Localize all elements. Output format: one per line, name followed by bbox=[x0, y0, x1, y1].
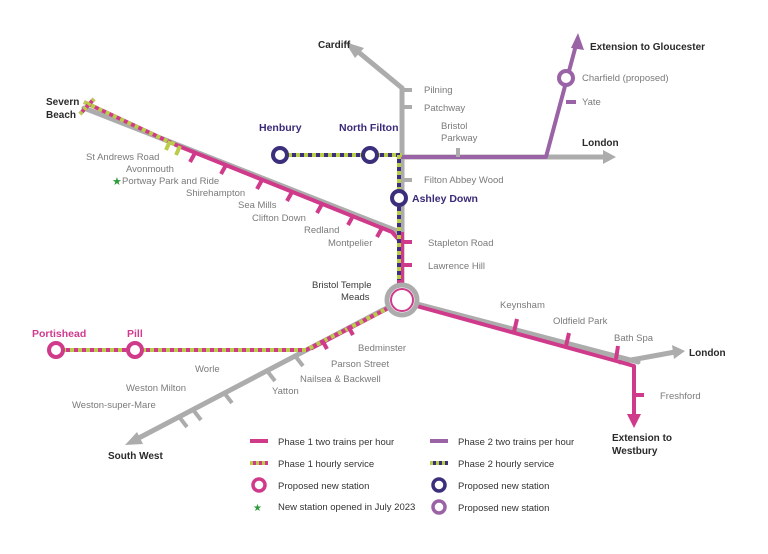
legend-star-new: New station opened in July 2023 bbox=[278, 502, 415, 513]
avonmouth-label: Avonmouth bbox=[126, 164, 174, 175]
north-filton-station-marker bbox=[361, 146, 379, 164]
legend-phase2-two: Phase 2 two trains per hour bbox=[458, 437, 574, 448]
pilning-label: Pilning bbox=[424, 85, 453, 96]
bristol-parkway-label-2: Parkway bbox=[441, 133, 478, 144]
charfield-station-marker bbox=[557, 69, 575, 87]
shirehampton-label: Shirehampton bbox=[186, 188, 245, 199]
north-filton-label: North Filton bbox=[339, 122, 398, 134]
london-top-arrow bbox=[603, 150, 616, 164]
portishead-label: Portishead bbox=[32, 328, 86, 340]
bath-spa-label: Bath Spa bbox=[614, 333, 654, 344]
legend-phase2-new-dark: Proposed new station bbox=[458, 481, 549, 492]
legend: Phase 1 two trains per hour Phase 1 hour… bbox=[250, 437, 574, 515]
stapleton-road-label: Stapleton Road bbox=[428, 238, 494, 249]
portishead-station-marker bbox=[47, 341, 65, 359]
oldfield-park-label: Oldfield Park bbox=[553, 316, 608, 327]
yatton-label: Yatton bbox=[272, 386, 299, 397]
grey-cardiff-branch bbox=[353, 47, 405, 91]
legend-phase2-hourly: Phase 2 hourly service bbox=[458, 459, 554, 470]
severn-beach-label-1: Severn bbox=[46, 97, 79, 108]
nailsea-label: Nailsea & Backwell bbox=[300, 374, 381, 385]
cardiff-label: Cardiff bbox=[318, 40, 351, 51]
charfield-label: Charfield (proposed) bbox=[582, 73, 669, 84]
portway-label: Portway Park and Ride bbox=[122, 176, 219, 187]
star-icon: ★ bbox=[112, 175, 122, 188]
parson-street-label: Parson Street bbox=[331, 359, 389, 370]
pill-label: Pill bbox=[127, 328, 143, 340]
henbury-station-marker bbox=[271, 146, 289, 164]
worle-label: Worle bbox=[195, 364, 220, 375]
legend-phase1-new: Proposed new station bbox=[278, 481, 369, 492]
bristol-parkway-label-1: Bristol bbox=[441, 121, 467, 132]
sea-mills-label: Sea Mills bbox=[238, 200, 277, 211]
london-right-arrow bbox=[672, 345, 685, 359]
station-ticks bbox=[164, 88, 644, 429]
lawrence-hill-label: Lawrence Hill bbox=[428, 261, 485, 272]
temple-meads-label-1: Bristol Temple bbox=[312, 280, 372, 291]
temple-meads-label-2: Meads bbox=[341, 292, 370, 303]
south-west-arrow bbox=[125, 432, 143, 445]
weston-milton-label: Weston Milton bbox=[126, 383, 186, 394]
freshford-label: Freshford bbox=[660, 391, 701, 402]
filton-abbey-wood-label: Filton Abbey Wood bbox=[424, 175, 504, 186]
redland-label: Redland bbox=[304, 225, 339, 236]
pill-station-marker bbox=[126, 341, 144, 359]
legend-phase1-two: Phase 1 two trains per hour bbox=[278, 437, 394, 448]
bedminster-label: Bedminster bbox=[358, 343, 406, 354]
henbury-label: Henbury bbox=[259, 122, 302, 134]
gloucester-arrow bbox=[571, 33, 584, 50]
montpelier-label: Montpelier bbox=[328, 238, 372, 249]
grey-bath-line bbox=[399, 297, 641, 365]
keynsham-label: Keynsham bbox=[500, 300, 545, 311]
cardiff-arrow bbox=[345, 42, 364, 58]
phase1-hourly-severn bbox=[78, 97, 177, 147]
grey-arrows bbox=[125, 42, 685, 445]
phase2-lines bbox=[400, 43, 578, 159]
clifton-down-label: Clifton Down bbox=[252, 213, 306, 224]
st-andrews-road-label: St Andrews Road bbox=[86, 152, 159, 163]
legend-phase1-hourly: Phase 1 hourly service bbox=[278, 459, 374, 470]
london-right-label: London bbox=[689, 348, 726, 359]
westbury-arrow bbox=[627, 414, 641, 428]
legend-phase2-new-light: Proposed new station bbox=[458, 503, 549, 514]
temple-meads-hub-inner bbox=[390, 288, 414, 312]
weston-super-mare-label: Weston-super-Mare bbox=[72, 400, 156, 411]
ashley-down-station-marker bbox=[390, 189, 408, 207]
ashley-down-label: Ashley Down bbox=[412, 193, 478, 205]
yate-label: Yate bbox=[582, 97, 601, 108]
gloucester-label: Extension to Gloucester bbox=[590, 42, 705, 53]
phase2-hourly bbox=[280, 153, 402, 280]
phase2-gloucester bbox=[400, 43, 578, 159]
severn-beach-label-2: Beach bbox=[46, 110, 76, 121]
westbury-label-2: Westbury bbox=[612, 446, 658, 457]
grey-london-right bbox=[617, 349, 678, 365]
westbury-label-1: Extension to bbox=[612, 433, 672, 444]
legend-star-icon: ★ bbox=[253, 503, 262, 514]
london-top-label: London bbox=[582, 138, 619, 149]
south-west-label: South West bbox=[108, 451, 163, 462]
patchway-label: Patchway bbox=[424, 103, 465, 114]
